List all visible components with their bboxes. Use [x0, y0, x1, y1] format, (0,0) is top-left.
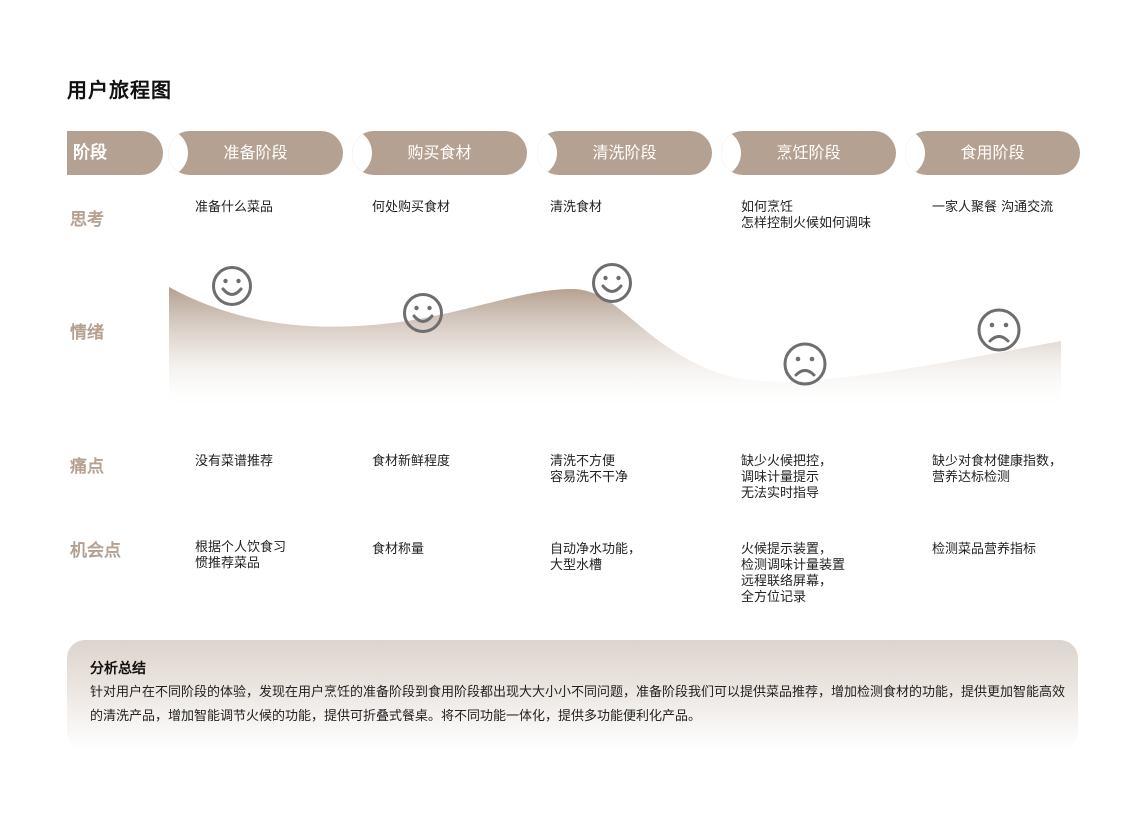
stage-label: 清洗阶段: [592, 143, 657, 162]
opportunity-cell: 根据个人饮食习 惯推荐菜品: [195, 540, 287, 571]
stage-label: 准备阶段: [223, 143, 288, 162]
summary-text: 针对用户在不同阶段的体验，发现在用户烹饪的准备阶段到食用阶段都出现大大小小不同问…: [90, 685, 1066, 724]
opportunity-cell: 检测菜品营养指标: [932, 542, 1037, 557]
stage-label: 食用阶段: [960, 143, 1025, 162]
think-cell: 一家人聚餐 沟通交流: [932, 200, 1054, 215]
emotion-curve-area: [169, 287, 1061, 410]
row-label-opportunity: 机会点: [70, 541, 121, 561]
opportunity-cell: 食材称量: [372, 542, 425, 557]
row-label-think: 思考: [70, 210, 104, 230]
stage-prepare: 准备阶段: [168, 131, 343, 175]
pain-cell: 没有菜谱推荐: [195, 454, 274, 469]
sad-face-icon: [783, 342, 827, 386]
stage-cook: 烹饪阶段: [721, 131, 896, 175]
pain-cell: 缺少火候把控， 调味计量提示 无法实时指导: [741, 454, 833, 501]
pain-cell: 清洗不方便 容易洗不干净: [550, 454, 629, 485]
think-cell: 何处购买食材: [372, 200, 451, 215]
pain-cell: 食材新鲜程度: [372, 454, 451, 469]
happy-face-icon: [592, 263, 632, 303]
stage-eat: 食用阶段: [905, 131, 1080, 175]
page-title: 用户旅程图: [67, 78, 172, 102]
sad-face-icon: [977, 308, 1021, 352]
happy-face-icon: [403, 293, 443, 333]
opportunity-cell: 火候提示装置， 检测调味计量装置 远程联络屏幕， 全方位记录: [741, 542, 846, 605]
stage-label: 购买食材: [407, 143, 472, 162]
think-cell: 准备什么菜品: [195, 200, 274, 215]
summary-panel: 分析总结 针对用户在不同阶段的体验，发现在用户烹饪的准备阶段到食用阶段都出现大大…: [67, 640, 1078, 750]
stage-purchase: 购买食材: [352, 131, 527, 175]
stage-label: 烹饪阶段: [776, 143, 841, 162]
stage-wash: 清洗阶段: [537, 131, 712, 175]
happy-face-icon: [212, 266, 252, 306]
pain-cell: 缺少对食材健康指数， 营养达标检测: [932, 454, 1063, 485]
stage-header-label: 阶段: [67, 131, 163, 175]
opportunity-cell: 自动净水功能， 大型水槽: [550, 542, 642, 573]
think-cell: 清洗食材: [550, 200, 603, 215]
row-label-pain: 痛点: [70, 457, 104, 477]
summary-title: 分析总结: [90, 661, 146, 677]
row-label-emotion: 情绪: [70, 323, 104, 343]
think-cell: 如何烹饪 怎样控制火候如何调味: [741, 200, 872, 231]
